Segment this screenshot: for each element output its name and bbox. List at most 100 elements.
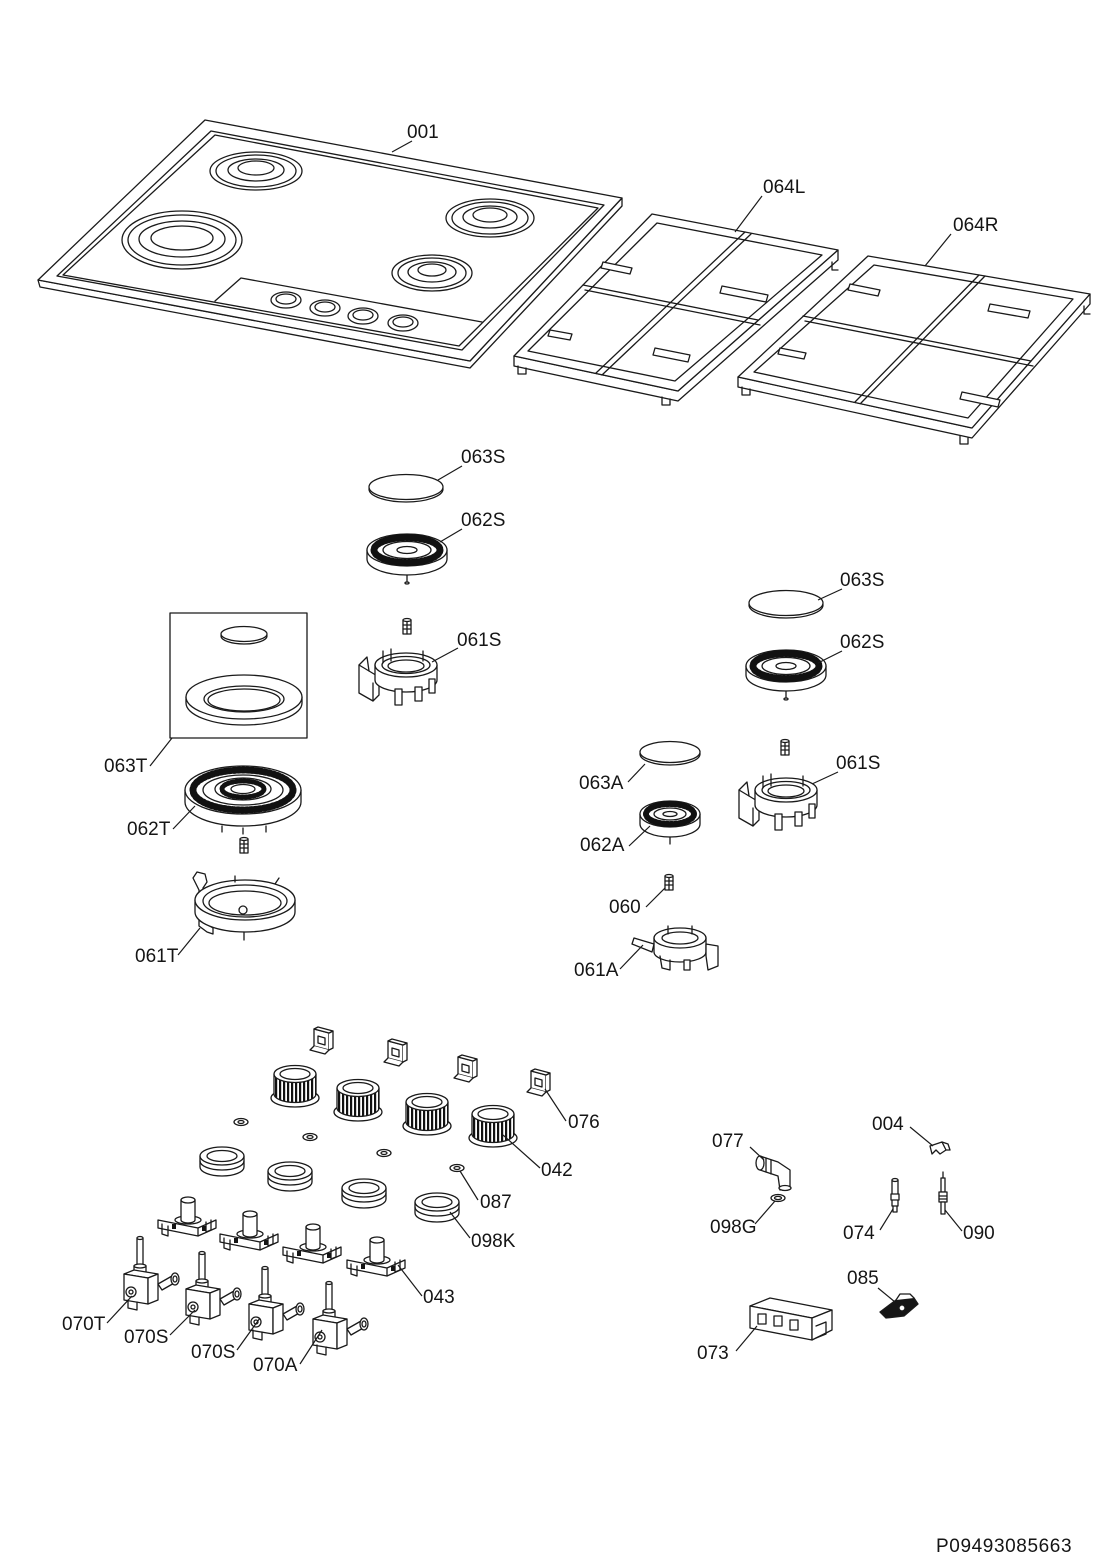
knob-washer bbox=[449, 1163, 465, 1173]
control-knob bbox=[333, 1078, 383, 1122]
callout-washers: 087 bbox=[480, 1192, 512, 1213]
callout-cup-top: 061S bbox=[457, 630, 501, 651]
callout-pan-support-left: 064L bbox=[763, 177, 805, 198]
burner-crown-062S-top bbox=[367, 534, 447, 584]
callout-cap-top: 063S bbox=[461, 447, 505, 468]
leader-line bbox=[645, 887, 666, 908]
callout-knobs: 042 bbox=[541, 1160, 573, 1181]
knob-seal bbox=[267, 1161, 313, 1192]
callout-hob-top: 001 bbox=[407, 122, 439, 143]
callout-crown-right: 062S bbox=[840, 632, 884, 653]
callout-cap-063A: 063A bbox=[579, 773, 624, 794]
callout-labels: 001 064L 064R 063S 062S 061S 063S 062S 0… bbox=[62, 122, 1072, 1556]
leader-line bbox=[437, 465, 463, 481]
hob-burner-top-right bbox=[445, 198, 535, 238]
hob-control-knobs bbox=[270, 291, 419, 332]
callout-electrode: 090 bbox=[963, 1223, 995, 1244]
valve-spring-bracket bbox=[219, 1210, 279, 1251]
leader-line bbox=[909, 1126, 934, 1147]
leader-line bbox=[619, 944, 644, 970]
leader-line bbox=[236, 1317, 261, 1351]
gas-valve-070S bbox=[248, 1265, 305, 1341]
leader-line bbox=[391, 140, 413, 153]
leader-line bbox=[169, 1309, 196, 1336]
injector-top bbox=[402, 617, 412, 635]
callout-cup-right: 061S bbox=[836, 753, 880, 774]
knob-washer bbox=[376, 1148, 392, 1158]
drawing-number: P09493085663 bbox=[936, 1536, 1072, 1556]
leader-line bbox=[817, 650, 843, 664]
knob-seal bbox=[414, 1192, 460, 1223]
callout-elbow: 077 bbox=[712, 1131, 744, 1152]
callout-thermocouple: 074 bbox=[843, 1223, 875, 1244]
valve-spring-bracket bbox=[346, 1236, 406, 1277]
leader-line bbox=[924, 233, 952, 267]
burner-crown-062A bbox=[639, 800, 701, 845]
injector-left bbox=[239, 836, 249, 854]
gas-valve-070A bbox=[312, 1280, 369, 1356]
inlet-washer bbox=[770, 1193, 786, 1203]
callout-crown-top: 062S bbox=[461, 510, 505, 531]
callout-base-061A: 061A bbox=[574, 960, 619, 981]
knob-clip bbox=[383, 1038, 408, 1067]
leader-line bbox=[177, 927, 201, 956]
valve-spring-bracket bbox=[157, 1196, 217, 1237]
burner-cup-061T bbox=[192, 871, 296, 941]
callout-ignition-module: 073 bbox=[697, 1343, 729, 1364]
burner-crown-062T bbox=[184, 765, 302, 835]
callout-box-063T: 063T bbox=[104, 756, 148, 777]
control-knob bbox=[402, 1092, 452, 1136]
injector-right bbox=[780, 738, 790, 756]
leader-line bbox=[877, 1287, 896, 1303]
burner-crown-062S-right bbox=[746, 650, 826, 700]
callout-clip-004: 004 bbox=[872, 1114, 904, 1135]
knob-seal bbox=[199, 1146, 245, 1177]
thermocouple-clip bbox=[929, 1141, 951, 1155]
thermocouple bbox=[890, 1177, 900, 1213]
leader-line bbox=[172, 805, 196, 830]
callout-injector-060: 060 bbox=[609, 897, 641, 918]
burner-cup-061S-top bbox=[358, 648, 438, 706]
leader-line bbox=[459, 1170, 479, 1201]
knob-clip bbox=[309, 1026, 334, 1055]
callout-crown-062A: 062A bbox=[580, 835, 625, 856]
callout-cup-061T: 061T bbox=[135, 946, 179, 967]
callout-crown-062T: 062T bbox=[127, 819, 171, 840]
leader-line bbox=[817, 588, 843, 601]
hob-top bbox=[37, 119, 623, 369]
leader-line bbox=[734, 195, 763, 233]
gas-valve-070S bbox=[185, 1250, 242, 1326]
knob-washer bbox=[302, 1132, 318, 1142]
gas-inlet-elbow bbox=[755, 1155, 792, 1192]
injector-060 bbox=[664, 873, 674, 891]
hob-burner-small bbox=[391, 254, 473, 292]
leader-line bbox=[879, 1208, 894, 1231]
burner-cap-063S-right bbox=[748, 589, 824, 619]
leader-line bbox=[754, 1200, 776, 1225]
ignition-module bbox=[749, 1297, 833, 1341]
leader-line bbox=[627, 763, 646, 783]
leader-line bbox=[106, 1295, 133, 1324]
hob-burner-large bbox=[121, 210, 243, 270]
burner-parts-box-063T bbox=[169, 612, 308, 739]
leader-line bbox=[397, 1264, 423, 1297]
callout-clips: 076 bbox=[568, 1112, 600, 1133]
valve-spring-bracket bbox=[282, 1223, 342, 1264]
burner-cap-063S-top bbox=[368, 473, 444, 503]
callout-valve-070S-b: 070S bbox=[191, 1342, 235, 1363]
leader-line bbox=[628, 825, 651, 847]
knob-washer bbox=[233, 1117, 249, 1127]
knob-clip bbox=[453, 1054, 478, 1083]
callout-pan-support-right: 064R bbox=[953, 215, 998, 236]
callout-valve-070S-a: 070S bbox=[124, 1327, 168, 1348]
knob-seal bbox=[341, 1178, 387, 1209]
hob-burner-top-left bbox=[209, 151, 303, 191]
pan-support-left bbox=[513, 213, 839, 406]
callout-cap-right: 063S bbox=[840, 570, 884, 591]
burner-cap-063A bbox=[639, 740, 701, 766]
leader-line bbox=[735, 1325, 758, 1352]
callout-valve-070T: 070T bbox=[62, 1314, 106, 1335]
ignition-electrode bbox=[938, 1171, 948, 1215]
leader-line bbox=[449, 1211, 471, 1239]
